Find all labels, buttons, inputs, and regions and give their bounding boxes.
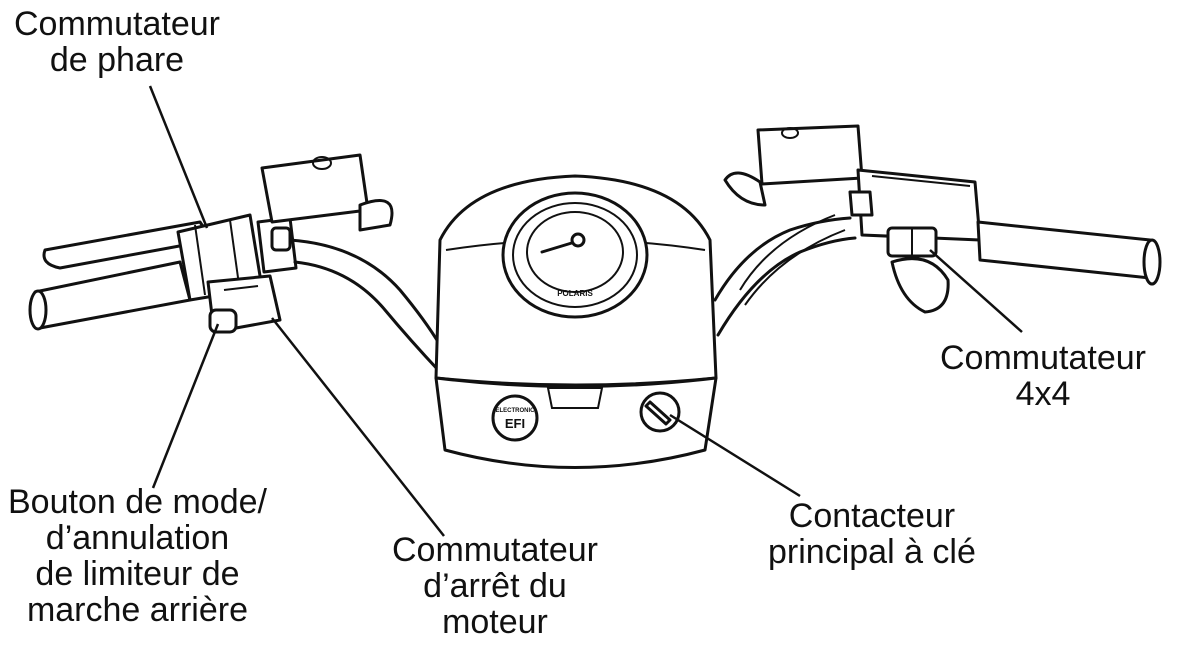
label-mode-button: Bouton de mode/ d’annulation de limiteur… <box>8 484 267 628</box>
speedometer-gauge: POLARIS <box>503 193 647 317</box>
label-4x4-switch: Commutateur 4x4 <box>940 340 1146 412</box>
leader-key-switch <box>670 415 800 496</box>
left-grip <box>30 262 190 329</box>
efi-badge-small-text: ELECTRONIC <box>496 408 536 414</box>
label-headlight-switch: Commutateur de phare <box>14 6 220 78</box>
label-engine-stop-switch: Commutateur d’arrêt du moteur <box>392 532 598 640</box>
left-lower-switch-block <box>208 276 280 332</box>
gauge-brand-text: POLARIS <box>557 289 593 298</box>
right-master-cylinder <box>725 126 862 205</box>
ignition-key-switch <box>641 393 679 431</box>
leader-engine-stop <box>272 318 444 536</box>
efi-badge: ELECTRONIC EFI <box>493 396 537 440</box>
leader-mode-button <box>153 324 218 488</box>
left-handlebar-tube <box>290 240 440 372</box>
right-grip <box>978 222 1160 284</box>
efi-badge-main-text: EFI <box>505 416 525 431</box>
right-switch-housing <box>850 170 980 312</box>
label-key-switch: Contacteur principal à clé <box>768 498 976 570</box>
left-master-cylinder <box>262 155 392 230</box>
leader-headlight-switch <box>150 86 207 228</box>
right-handlebar-tube <box>715 215 855 335</box>
